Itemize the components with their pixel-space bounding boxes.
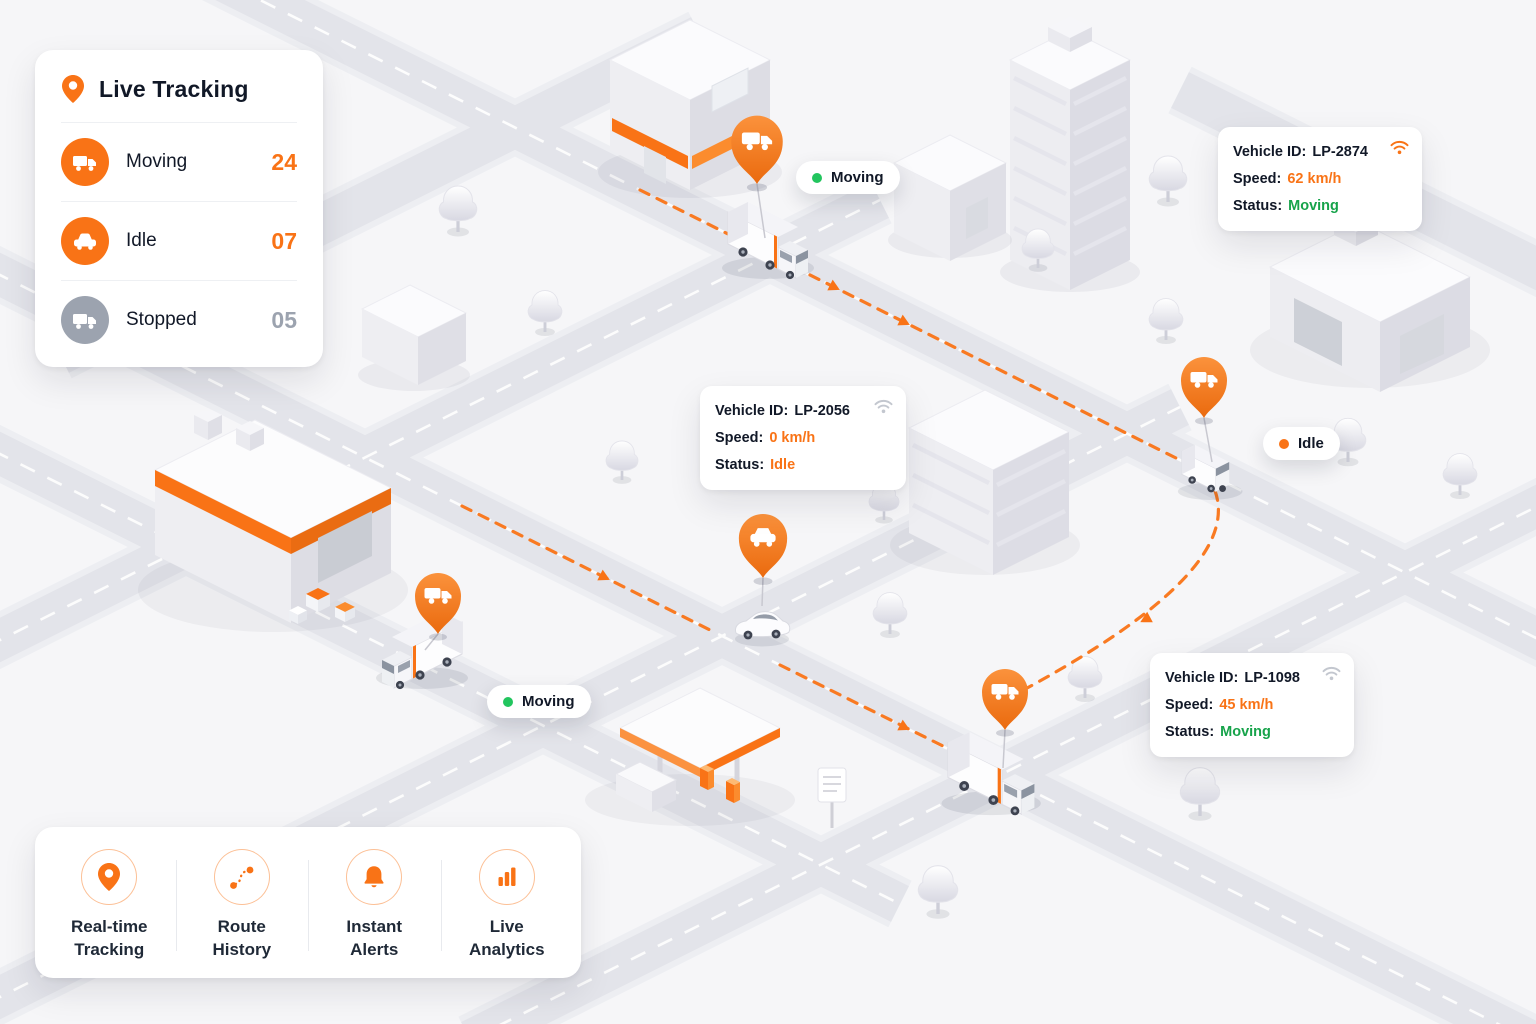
vehicle-id-label: Vehicle ID: — [1233, 144, 1307, 160]
truck-icon — [61, 296, 109, 344]
vehicle-card-lp-2874[interactable]: Vehicle ID: LP-2874 Speed: 62 km/h Status:… — [1218, 127, 1422, 232]
status-badge-label: Moving — [831, 169, 884, 186]
status-badge-idle[interactable]: Idle — [1263, 427, 1340, 460]
status-count: 07 — [271, 227, 297, 254]
wifi-icon — [874, 399, 893, 414]
status-label: Idle — [126, 230, 157, 251]
feature-label: Live Analytics — [468, 917, 545, 959]
building-center-office — [890, 389, 1080, 575]
vehicle-id-value: LP-2874 — [1312, 144, 1368, 160]
speed-value: 45 km/h — [1219, 696, 1274, 713]
vehicle-id-value: LP-1098 — [1244, 670, 1300, 686]
status-label: Status: — [1233, 197, 1283, 214]
status-count: 24 — [271, 148, 297, 175]
building-warehouse-right — [1250, 210, 1490, 392]
feature-route-history[interactable]: Route History — [175, 849, 309, 962]
status-dot-icon — [503, 696, 513, 707]
features-bar: Real-time Tracking Route History Instant… — [35, 827, 581, 978]
panel-title: Live Tracking — [99, 75, 249, 102]
feature-label: Instant Alerts — [346, 917, 403, 959]
live-tracking-header: Live Tracking — [61, 74, 297, 123]
bar-chart-icon — [478, 849, 535, 905]
status-count: 05 — [271, 306, 297, 333]
status-badge-label: Idle — [1298, 435, 1324, 452]
feature-instant-alerts[interactable]: Instant Alerts — [308, 849, 441, 962]
status-dot-icon — [1279, 438, 1289, 449]
vehicle-card-lp-1098[interactable]: Vehicle ID: LP-1098 Speed: 45 km/h Status:… — [1150, 653, 1354, 758]
location-pin-icon — [61, 74, 85, 104]
feature-label: Real-time Tracking — [70, 917, 148, 959]
status-badge-moving-2[interactable]: Moving — [487, 685, 591, 718]
speed-label: Speed: — [1233, 170, 1282, 187]
car-icon — [61, 217, 109, 265]
status-value: Moving — [1288, 197, 1339, 214]
building-tower — [1000, 16, 1140, 292]
status-value: Moving — [1220, 723, 1271, 740]
route-icon — [213, 849, 270, 905]
pin-stems — [424, 183, 1213, 769]
speed-label: Speed: — [1165, 696, 1214, 713]
bell-icon — [346, 849, 403, 905]
building-warehouse-left — [138, 408, 408, 632]
wifi-icon — [1322, 666, 1341, 681]
status-badge-moving[interactable]: Moving — [796, 161, 900, 194]
live-tracking-panel: Live Tracking Moving 24 Idle 07 Stopped … — [35, 50, 323, 367]
feature-label: Route History — [212, 917, 272, 959]
building-small-house — [358, 284, 470, 391]
status-row-idle[interactable]: Idle 07 — [61, 202, 297, 281]
status-dot-icon — [812, 172, 822, 183]
wifi-icon — [1390, 140, 1409, 155]
status-row-stopped[interactable]: Stopped 05 — [61, 281, 297, 359]
feature-live-analytics[interactable]: Live Analytics — [440, 849, 574, 962]
vehicle-id-value: LP-2056 — [794, 403, 850, 419]
status-label: Moving — [126, 151, 188, 172]
gas-station — [585, 687, 795, 826]
status-label: Stopped — [126, 309, 197, 330]
street-sign-board — [817, 767, 847, 828]
building-small-office — [888, 134, 1012, 261]
status-label: Status: — [1165, 723, 1215, 740]
feature-realtime-tracking[interactable]: Real-time Tracking — [43, 849, 176, 962]
truck-icon — [61, 138, 109, 186]
vehicle-id-label: Vehicle ID: — [715, 403, 789, 419]
speed-value: 62 km/h — [1287, 170, 1342, 187]
vehicle-id-label: Vehicle ID: — [1165, 670, 1239, 686]
status-badge-label: Moving — [522, 693, 575, 710]
location-pin-icon — [81, 849, 138, 905]
status-label: Status: — [715, 456, 765, 473]
vehicle-card-lp-2056[interactable]: Vehicle ID: LP-2056 Speed: 0 km/h Status: I… — [700, 386, 906, 491]
speed-label: Speed: — [715, 429, 764, 446]
status-value: Idle — [770, 456, 796, 473]
status-row-moving[interactable]: Moving 24 — [61, 123, 297, 202]
speed-value: 0 km/h — [769, 429, 816, 446]
